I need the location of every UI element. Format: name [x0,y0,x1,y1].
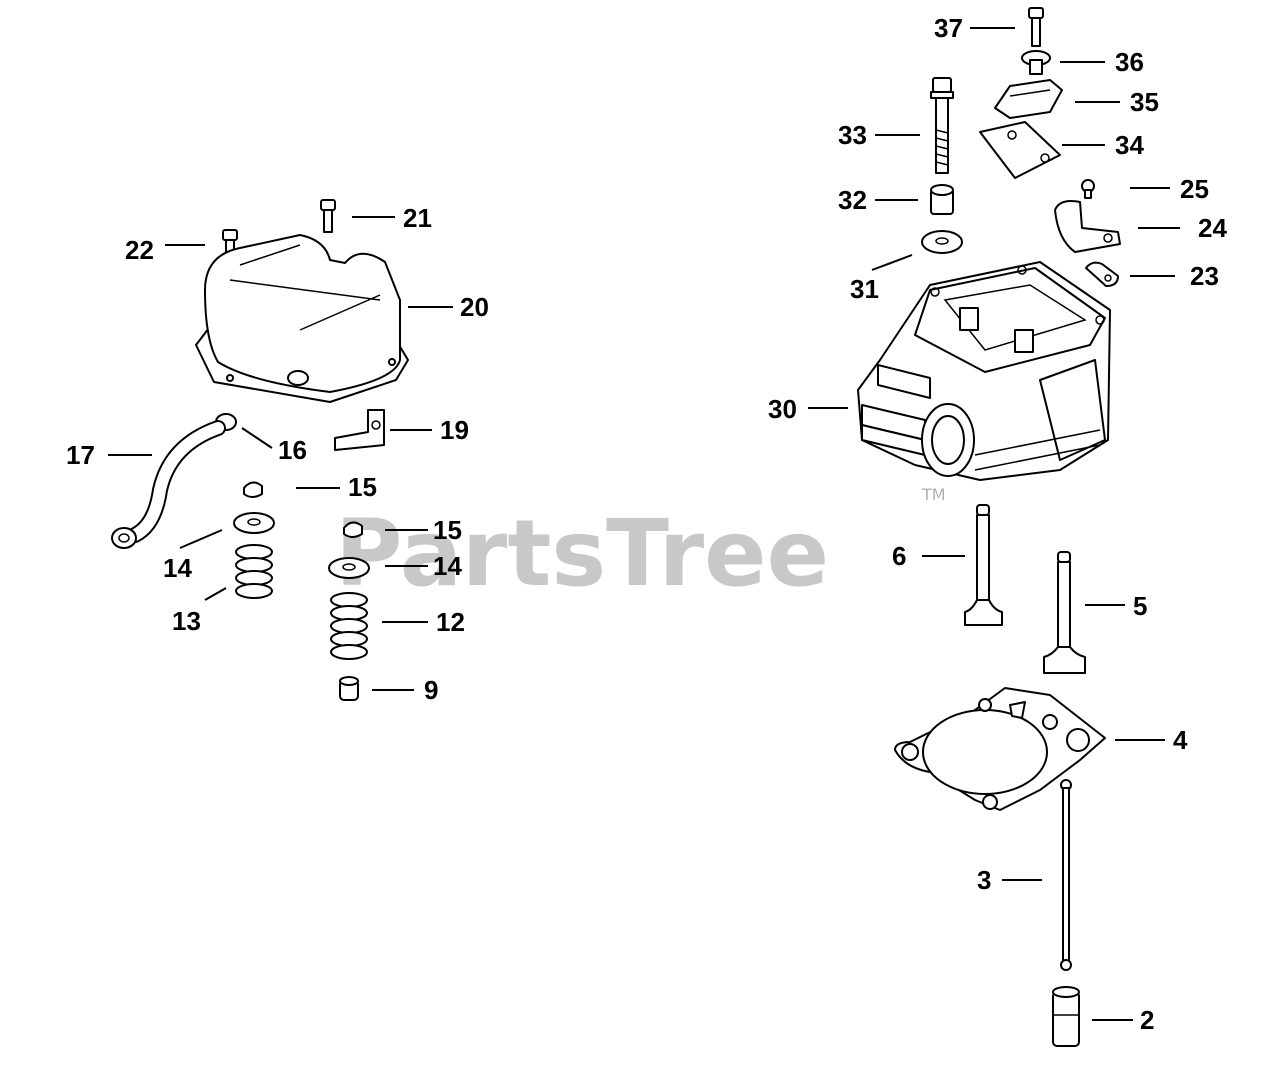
part-4-head-gasket[interactable] [894,687,1106,811]
callout-36: 36 [1115,47,1144,77]
part-36-nut[interactable] [1021,50,1051,75]
part-3-push-rod[interactable] [1060,779,1072,971]
part-32-spacer[interactable] [930,184,954,215]
part-20-valve-cover[interactable] [195,234,409,403]
part-30-cylinder-head[interactable] [857,261,1111,481]
callout-37: 37 [934,13,963,43]
leader-lines [108,27,1180,1021]
part-37-bolt[interactable] [1028,7,1044,47]
callout-2: 2 [1140,1005,1154,1035]
part-25-screw[interactable] [1081,179,1095,199]
part-2-valve-lifter[interactable] [1052,986,1080,1047]
callout-24: 24 [1198,213,1227,243]
callout-14a: 14 [163,553,192,583]
part-17-breather-hose[interactable] [111,420,226,549]
callout-31: 31 [850,274,879,304]
part-5-valve[interactable] [1043,551,1086,674]
part-14a-spring-retainer[interactable] [233,512,275,534]
callout-15b: 15 [433,515,462,545]
callout-17: 17 [66,440,95,470]
callout-21: 21 [403,203,432,233]
callout-30: 30 [768,394,797,424]
part-31-washer[interactable] [921,230,963,254]
part-6-valve[interactable] [964,504,1003,626]
callout-23: 23 [1190,261,1219,291]
watermark-trademark: TM [921,485,946,504]
part-33-head-bolt[interactable] [930,77,954,174]
callout-22: 22 [125,235,154,265]
callout-33: 33 [838,120,867,150]
callout-20: 20 [460,292,489,322]
callout-19: 19 [440,415,469,445]
callout-14b: 14 [433,551,462,581]
callout-25: 25 [1180,174,1209,204]
callout-32: 32 [838,185,867,215]
part-35-rocker-arm[interactable] [994,79,1063,119]
part-24-shield[interactable] [1054,200,1121,253]
callout-35: 35 [1130,87,1159,117]
callout-13: 13 [172,606,201,636]
callout-16: 16 [278,435,307,465]
part-15b-valve-keeper[interactable] [343,521,363,538]
callout-3: 3 [977,865,991,895]
callout-4: 4 [1173,725,1188,755]
part-15a-valve-keeper[interactable] [243,481,263,498]
part-21-screw[interactable] [320,199,336,233]
part-12-valve-spring[interactable] [330,592,368,660]
part-34-guide-plate[interactable] [979,121,1061,179]
watermark-text: PartsTree [335,500,829,607]
callout-12: 12 [436,607,465,637]
part-23-plate[interactable] [1085,261,1119,287]
callout-5: 5 [1133,591,1147,621]
callout-34: 34 [1115,130,1144,160]
part-9-valve-seal[interactable] [339,676,359,701]
callout-9: 9 [424,675,438,705]
part-14b-spring-retainer[interactable] [328,557,370,579]
part-19-bracket[interactable] [334,409,385,451]
part-13-valve-spring[interactable] [235,544,273,599]
callout-6: 6 [892,541,906,571]
callout-15a: 15 [348,472,377,502]
